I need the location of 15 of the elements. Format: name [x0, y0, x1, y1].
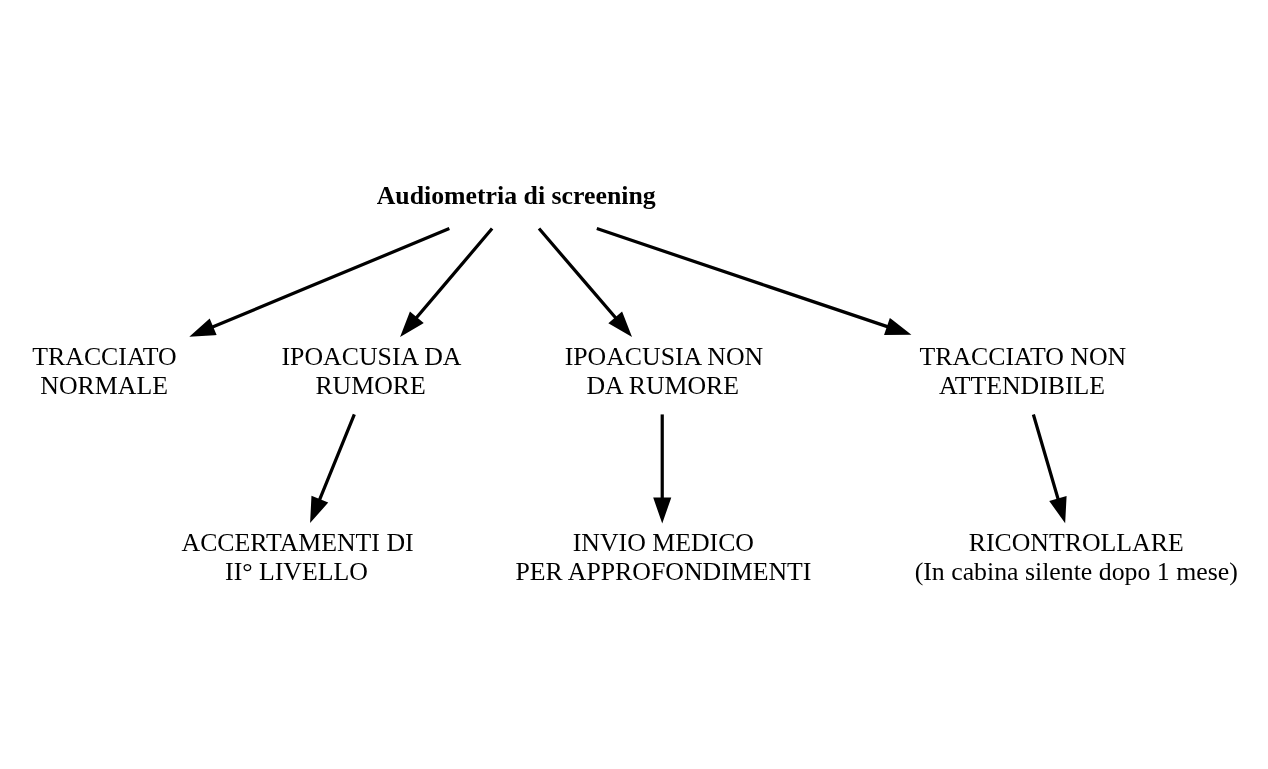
- node-text: TRACCIATO NORMALE: [32, 341, 177, 400]
- arrow: [537, 227, 633, 337]
- arrow: [310, 413, 356, 523]
- node-text: INVIO MEDICO PER APPROFONDIMENTI: [515, 527, 812, 586]
- node-text: IPOACUSIA NON DA RUMORE: [564, 341, 764, 400]
- arrow: [596, 226, 912, 335]
- arrow: [189, 226, 450, 337]
- node-text: RICONTROLLARE (In cabina silente dopo 1 mese): [914, 527, 1238, 586]
- node-text: Audiometria di screening: [376, 180, 656, 210]
- arrow: [1031, 413, 1067, 523]
- node-text: TRACCIATO NON ATTENDIBILE: [919, 341, 1127, 400]
- arrow: [653, 413, 672, 523]
- node-text: IPOACUSIA DA RUMORE: [281, 341, 462, 400]
- arrow: [400, 227, 494, 337]
- node-text: ACCERTAMENTI DI II° LIVELLO: [181, 527, 414, 586]
